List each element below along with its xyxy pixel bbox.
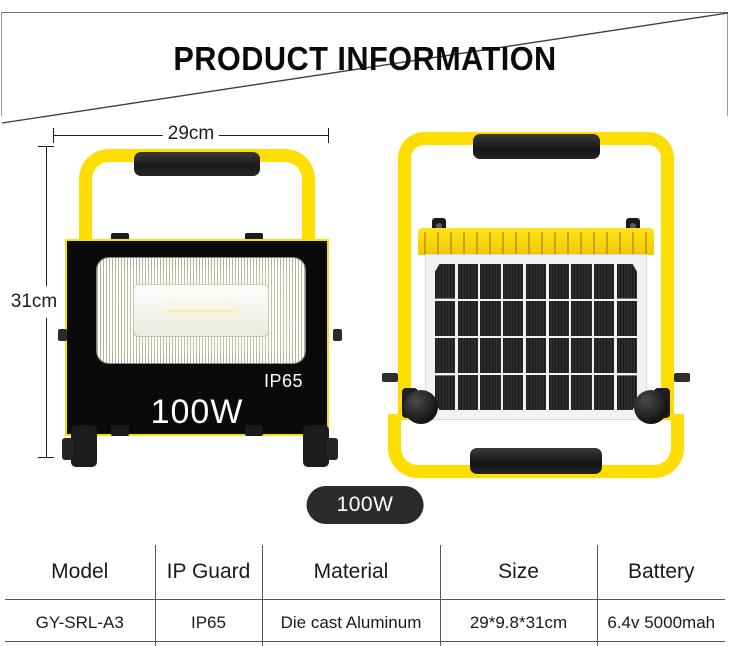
solar-cell [503, 375, 523, 410]
table-row: GY-SRL-A3 IP65 Die cast Aluminum 29*9.8*… [5, 600, 725, 646]
solar-cell [526, 338, 546, 373]
solar-cell [526, 375, 546, 410]
column-header-model: Model [5, 545, 155, 600]
wattage-badge: 100W [307, 486, 424, 524]
specification-table: Model IP Guard Material Size Battery GY-… [5, 545, 725, 646]
side-bolt-right [333, 329, 342, 341]
solar-cell [594, 338, 614, 373]
solar-cell [458, 338, 478, 373]
solar-cell [594, 264, 614, 299]
width-dimension-label: 29cm [163, 121, 219, 147]
wattage-label: 100W [151, 393, 244, 432]
cell-ip-guard: IP65 [155, 600, 262, 646]
solar-cell [617, 264, 637, 299]
dimension-cap-left [53, 128, 54, 143]
cell-material: Die cast Aluminum [262, 600, 440, 646]
solar-cell-grid [435, 264, 637, 410]
solar-cell [503, 338, 523, 373]
bracket-tab-bottom-left [111, 425, 129, 436]
cell-size: 29*9.8*31cm [440, 600, 597, 646]
solar-cell [480, 338, 500, 373]
solar-cell [571, 301, 591, 336]
light-body-panel: IP65 100W [65, 239, 329, 436]
handle-grip [134, 152, 260, 176]
solar-cell [594, 301, 614, 336]
dimension-cap-bottom [38, 457, 54, 458]
height-dimension-text: 31cm [11, 290, 57, 314]
product-back-view [380, 128, 692, 480]
lens-ring-outer [109, 267, 293, 354]
bracket-tab-bottom-right [245, 425, 263, 436]
solar-cell [480, 301, 500, 336]
column-header-battery: Battery [597, 545, 725, 600]
dimension-cap-top [38, 146, 54, 147]
solar-cell [549, 338, 569, 373]
solar-cell [458, 301, 478, 336]
table-bottom-border [5, 641, 725, 642]
page-title: PRODUCT INFORMATION [26, 40, 705, 78]
side-bolt-left [58, 329, 67, 341]
solar-panel [425, 254, 647, 420]
heatsink-fins [418, 228, 654, 255]
solar-cell [549, 301, 569, 336]
top-handle-grip [473, 134, 600, 159]
stand-hinge-left [71, 425, 97, 467]
height-dimension: 31cm [35, 146, 57, 458]
solar-cell [617, 301, 637, 336]
dimension-cap-right [328, 128, 329, 143]
solar-cell [549, 264, 569, 299]
solar-cell [594, 375, 614, 410]
column-header-size: Size [440, 545, 597, 600]
swivel-disc [404, 390, 438, 424]
column-header-material: Material [262, 545, 440, 600]
solar-cell [526, 264, 546, 299]
base-grip [470, 448, 602, 474]
solar-cell [435, 264, 455, 299]
solar-cell [617, 338, 637, 373]
solar-cell [480, 264, 500, 299]
cell-battery: 6.4v 5000mah [597, 600, 725, 646]
solar-cell [571, 264, 591, 299]
solar-cell [503, 301, 523, 336]
column-header-ip-guard: IP Guard [155, 545, 262, 600]
solar-cell [571, 338, 591, 373]
solar-cell [549, 375, 569, 410]
table-header-row: Model IP Guard Material Size Battery [5, 545, 725, 600]
solar-cell [503, 264, 523, 299]
swivel-joint-right [634, 384, 670, 430]
solar-cell [458, 375, 478, 410]
product-front-view: IP65 100W [55, 143, 345, 468]
lens-ring-inner [133, 284, 269, 337]
width-dimension: 29cm [53, 124, 329, 146]
side-screw-left [382, 373, 398, 382]
side-screw-right [674, 373, 690, 382]
solar-cell [435, 375, 455, 410]
led-emitter [165, 309, 237, 312]
solar-cell [480, 375, 500, 410]
solar-cell [435, 301, 455, 336]
solar-cell [458, 264, 478, 299]
cell-model: GY-SRL-A3 [5, 600, 155, 646]
led-lens [97, 258, 305, 363]
solar-cell [435, 338, 455, 373]
solar-cell [526, 301, 546, 336]
stand-hinge-right [303, 425, 329, 467]
ip-rating-label: IP65 [264, 371, 303, 392]
swivel-disc [634, 390, 668, 424]
height-dimension-label: 31cm [35, 286, 57, 318]
swivel-joint-left [402, 384, 438, 430]
solar-cell [571, 375, 591, 410]
